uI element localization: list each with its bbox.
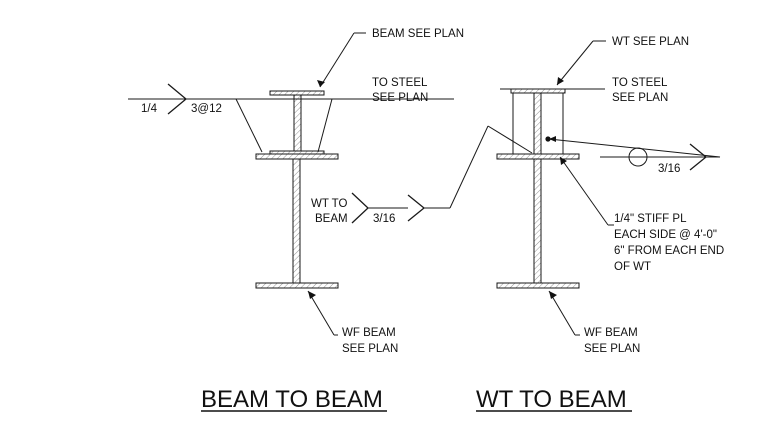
wt-to-beam-label-2: BEAM <box>315 213 348 225</box>
wf-beam-leader <box>307 290 338 336</box>
to-steel-label-right-2: SEE PLAN <box>612 92 668 104</box>
wt-weld-size-label: 3/16 <box>373 213 395 225</box>
wt-to-beam-title: WT TO BEAM <box>476 386 627 413</box>
to-steel-label-1: TO STEEL <box>372 77 428 89</box>
to-steel-label-2: SEE PLAN <box>372 92 428 104</box>
wf-beam-leader-right <box>548 290 580 336</box>
wf-beam-section-right <box>496 153 580 289</box>
wt-section <box>510 88 566 156</box>
stiffener-note-4: OF WT <box>614 261 651 273</box>
stiffener-note-1: 1/4" STIFF PL <box>614 213 687 225</box>
stiffener-note-2: EACH SIDE @ 4'-0" <box>614 229 717 241</box>
weld-symbol-fillet <box>167 83 333 153</box>
wt-see-plan-label: WT SEE PLAN <box>612 36 689 48</box>
weld-symbol-field <box>548 136 721 171</box>
wf-beam-section <box>255 153 339 289</box>
wt-leader <box>556 40 606 86</box>
beam-to-beam-detail: 1/4 3@12 BEAM SEE PLAN TO STEEL SEE PLAN… <box>128 28 533 413</box>
stiffener-leader <box>559 156 614 226</box>
wf-beam-label-2: SEE PLAN <box>342 343 398 355</box>
field-weld-size-label: 3/16 <box>658 163 680 175</box>
weld-symbol-wt <box>351 125 533 224</box>
stiffener-note-3: 6" FROM EACH END <box>614 245 724 257</box>
beam-leader <box>317 32 366 88</box>
beam-see-plan-label: BEAM SEE PLAN <box>372 28 464 40</box>
top-beam-section <box>269 90 325 156</box>
wt-to-beam-label-1: WT TO <box>311 198 347 210</box>
wf-beam-label-1: WF BEAM <box>342 327 396 339</box>
stiffener-dot <box>545 136 551 142</box>
weld-pitch-label: 3@12 <box>191 103 222 115</box>
wf-beam-label-right-1: WF BEAM <box>584 327 638 339</box>
wt-to-beam-detail: WT SEE PLAN TO STEEL SEE PLAN 3/16 1/4" … <box>476 36 724 413</box>
wf-beam-label-right-2: SEE PLAN <box>584 343 640 355</box>
beam-to-beam-title: BEAM TO BEAM <box>201 386 383 413</box>
weld-size-label: 1/4 <box>141 103 158 115</box>
to-steel-label-right-1: TO STEEL <box>612 77 668 89</box>
